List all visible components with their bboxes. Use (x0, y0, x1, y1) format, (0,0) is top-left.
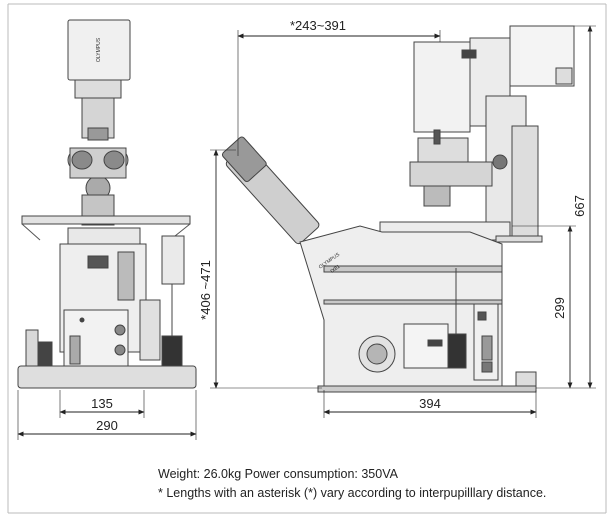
front-view-microscope (17, 19, 197, 389)
dimension-lines (17, 25, 596, 440)
dim-right-total-height: 667 (572, 195, 587, 217)
dim-bottom-right-width: 394 (419, 396, 441, 411)
front-brand-mark: OLYMPUS (96, 37, 102, 62)
dim-front-inner-width: 135 (91, 396, 113, 411)
footer-specs: Weight: 26.0kg Power consumption: 350VA (158, 467, 398, 481)
side-model-mark: IX81 (329, 264, 341, 275)
footer-notes: Weight: 26.0kg Power consumption: 350VA … (158, 465, 608, 503)
dim-right-stage-height: 299 (552, 297, 567, 319)
footer-asterisk-note: * Lengths with an asterisk (*) vary acco… (158, 486, 547, 500)
dim-top-width: *243~391 (290, 18, 346, 33)
dim-left-height: *406 ~471 (198, 260, 213, 320)
side-view-microscope (221, 25, 575, 393)
dim-front-outer-width: 290 (96, 418, 118, 433)
